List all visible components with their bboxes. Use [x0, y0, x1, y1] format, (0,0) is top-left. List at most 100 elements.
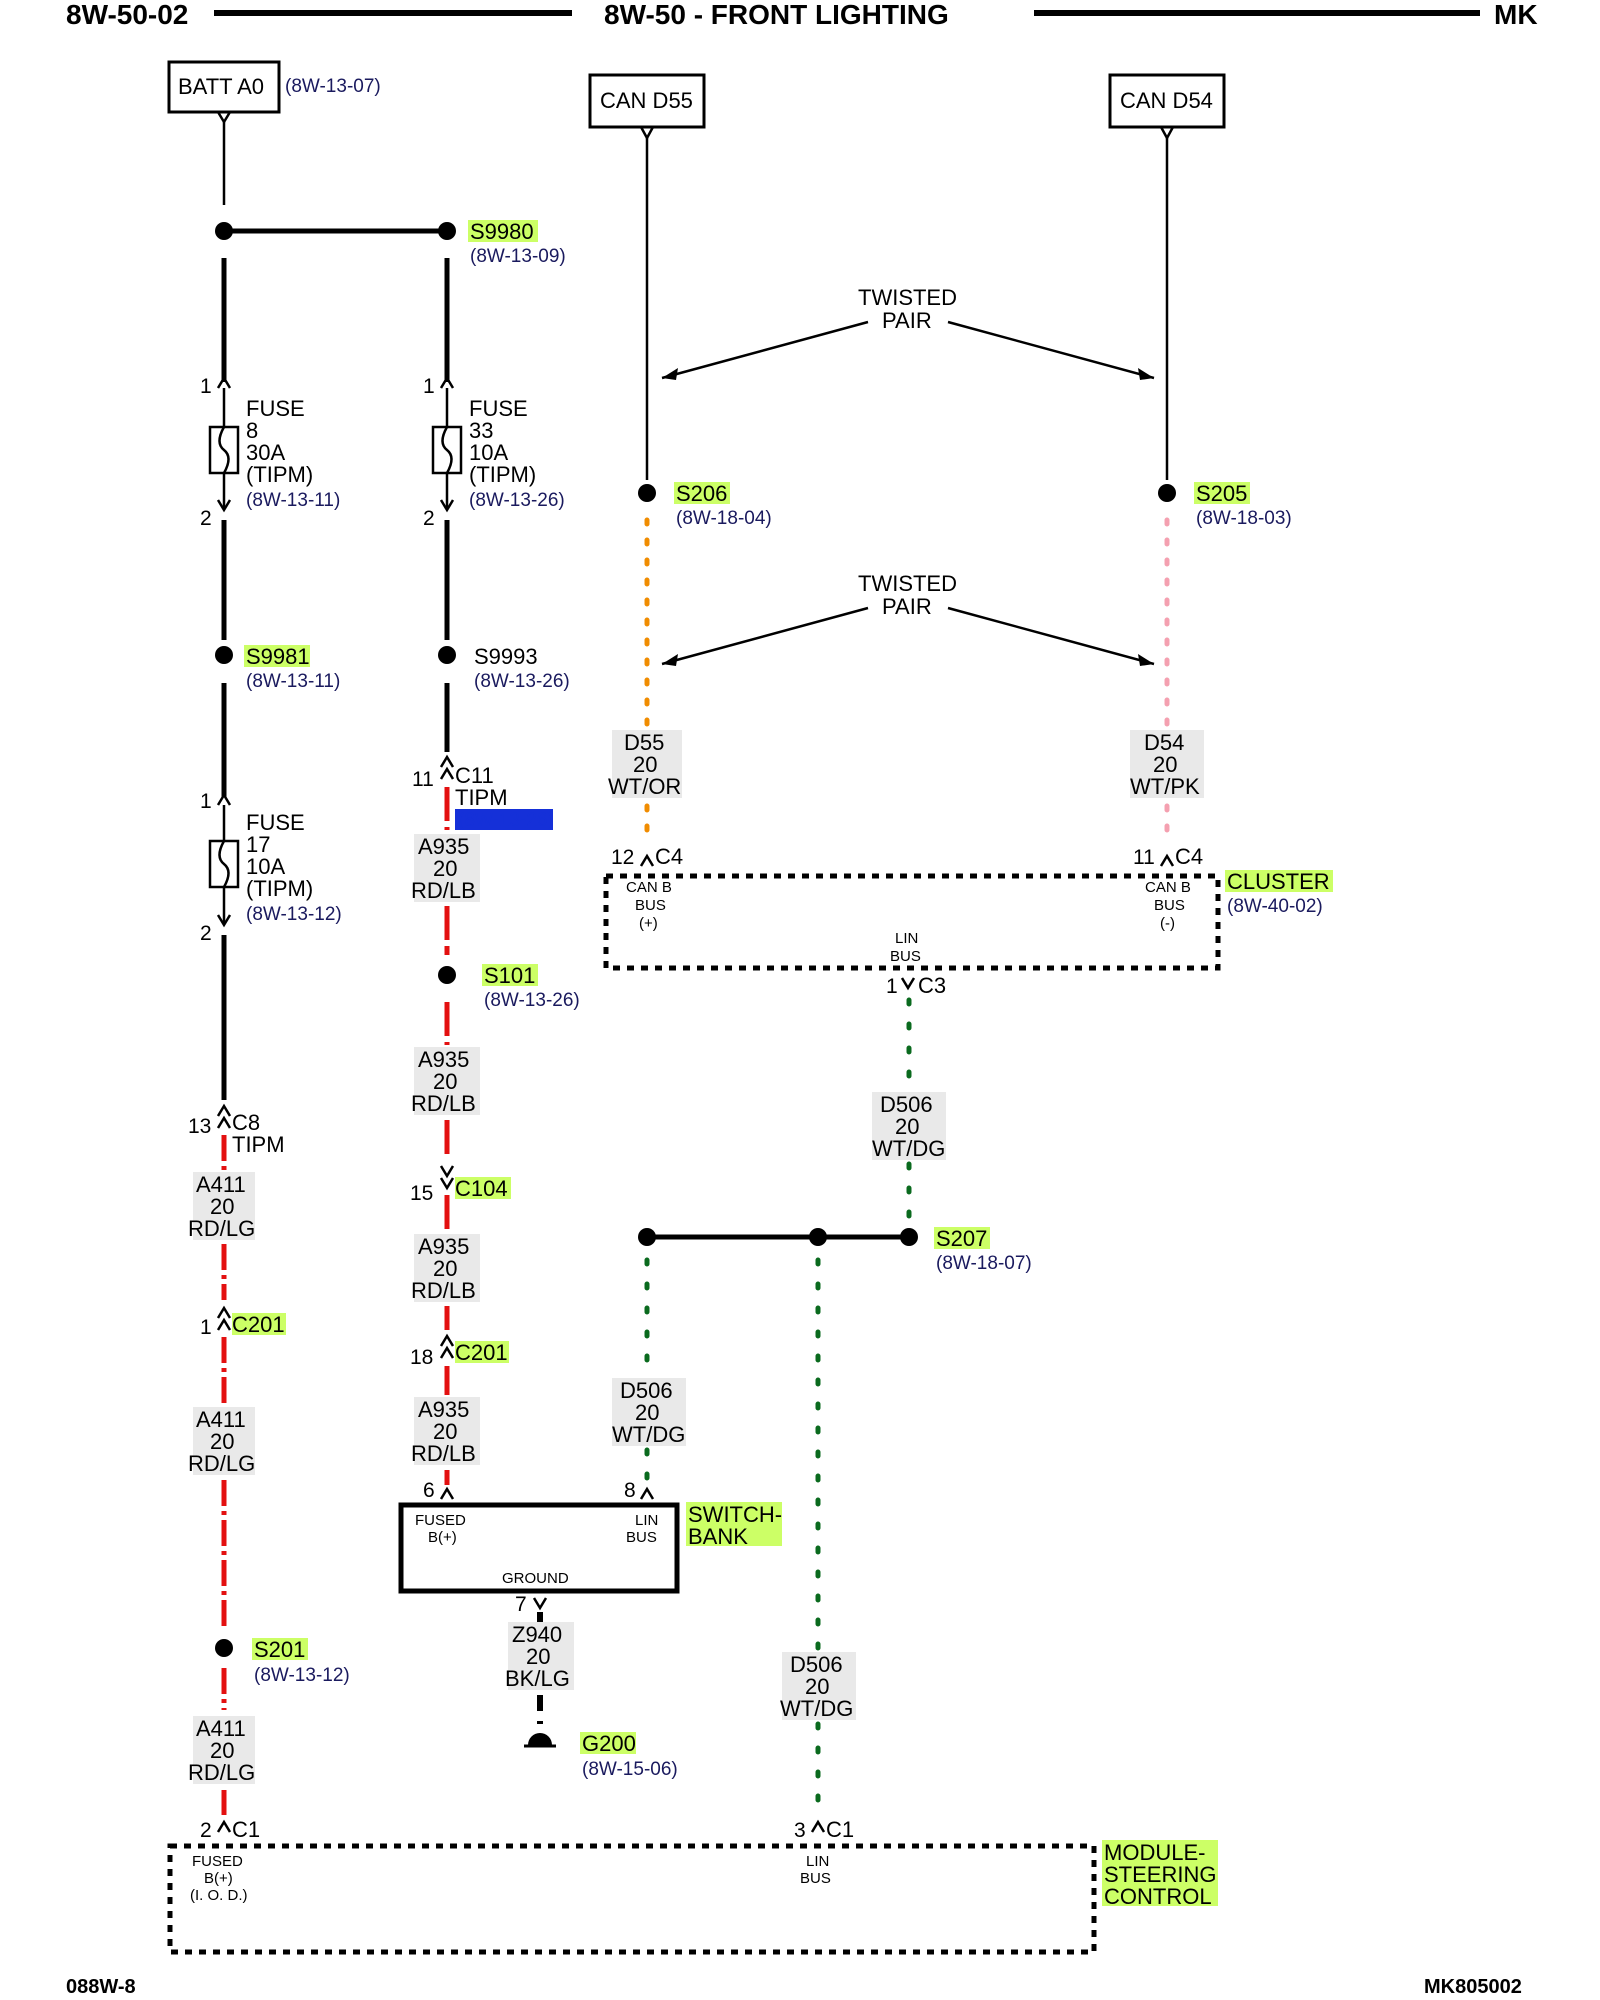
splice-s201-dot — [215, 1639, 233, 1657]
fuse-8: 1 FUSE 8 30A (TIPM) (8W-13-11) 2 — [200, 375, 340, 530]
wire-label-a411-2: A411 20 RD/LG — [188, 1407, 255, 1476]
switch-bank-module: FUSED B(+) LIN BUS GROUND SWITCH- BANK — [398, 1502, 782, 1594]
svg-text:1: 1 — [200, 375, 212, 398]
connector-c1-right: 3 C1 — [794, 1817, 854, 1842]
svg-text:A411: A411 — [196, 1716, 246, 1741]
svg-text:17: 17 — [246, 832, 270, 857]
svg-text:FUSED: FUSED — [192, 1853, 243, 1870]
svg-text:3: 3 — [794, 1819, 806, 1842]
connector-c4-left: 12 C4 — [611, 844, 683, 869]
svg-text:C201: C201 — [455, 1340, 508, 1365]
connector-c201-left: 1 C201 — [200, 1305, 286, 1339]
splice-s207-dot — [900, 1228, 918, 1246]
svg-text:2: 2 — [200, 507, 212, 530]
svg-text:20: 20 — [805, 1674, 829, 1699]
svg-text:12: 12 — [611, 846, 634, 869]
svg-text:A935: A935 — [418, 1234, 469, 1259]
svg-text:C1: C1 — [826, 1817, 854, 1842]
svg-text:1: 1 — [200, 1316, 212, 1339]
vehicle-code: MK — [1494, 0, 1538, 30]
svg-text:1: 1 — [886, 975, 898, 998]
svg-text:S9981: S9981 — [246, 644, 310, 669]
svg-text:A935: A935 — [418, 1047, 469, 1072]
svg-text:2: 2 — [200, 1819, 212, 1842]
svg-text:10A: 10A — [246, 854, 285, 879]
svg-text:2: 2 — [200, 922, 212, 945]
wire-label-d506-3: D506 20 WT/DG — [780, 1652, 856, 1721]
splice-dot — [809, 1228, 827, 1246]
connector-c1-left: 2 C1 — [200, 1817, 260, 1842]
svg-text:C1: C1 — [232, 1817, 260, 1842]
svg-text:(8W-13-26): (8W-13-26) — [458, 810, 554, 831]
svg-text:C8: C8 — [232, 1110, 260, 1135]
splice-s101: S101 (8W-13-26) — [482, 963, 580, 1011]
svg-text:TIPM: TIPM — [455, 785, 508, 810]
svg-text:S101: S101 — [484, 963, 535, 988]
svg-text:RD/LB: RD/LB — [411, 1441, 476, 1466]
connector-c104: 15 C104 — [410, 1165, 511, 1205]
connector-c4-right: 11 C4 — [1133, 844, 1203, 869]
svg-text:(8W-40-02): (8W-40-02) — [1227, 896, 1323, 917]
fuse-33: 1 FUSE 33 10A (TIPM) (8W-13-26) 2 — [423, 375, 565, 530]
steering-control-module: FUSED B(+) (I. O. D.) LIN BUS MODULE- ST… — [167, 1840, 1218, 1955]
svg-text:B(+): B(+) — [428, 1529, 457, 1546]
svg-text:20: 20 — [433, 1419, 457, 1444]
splice-s9993-dot — [438, 646, 456, 664]
svg-text:S205: S205 — [1196, 481, 1247, 506]
svg-text:WT/DG: WT/DG — [872, 1136, 945, 1161]
wire-label-a935-4: A935 20 RD/LB — [411, 1397, 480, 1466]
svg-text:15: 15 — [410, 1182, 433, 1205]
svg-text:C201: C201 — [232, 1312, 285, 1337]
wire-label-a935-1: A935 20 RD/LB — [411, 834, 480, 903]
svg-text:(8W-13-26): (8W-13-26) — [469, 490, 565, 511]
svg-text:1: 1 — [200, 790, 212, 813]
svg-text:20: 20 — [210, 1194, 234, 1219]
svg-text:S9980: S9980 — [470, 219, 534, 244]
svg-text:18: 18 — [410, 1346, 433, 1369]
connector-c11: 11 C11 TIPM (8W-13-26) — [412, 754, 554, 831]
svg-text:20: 20 — [633, 752, 657, 777]
svg-text:B(+): B(+) — [204, 1870, 233, 1887]
svg-text:(8W-18-04): (8W-18-04) — [676, 508, 772, 529]
svg-text:(8W-13-12): (8W-13-12) — [246, 904, 342, 925]
splice-s205-dot — [1158, 484, 1176, 502]
svg-text:PAIR: PAIR — [882, 308, 932, 333]
svg-text:C3: C3 — [918, 973, 946, 998]
svg-text:S207: S207 — [936, 1226, 987, 1251]
svg-text:LIN: LIN — [806, 1853, 829, 1870]
svg-text:10A: 10A — [469, 440, 508, 465]
svg-text:8: 8 — [624, 1479, 636, 1502]
svg-text:BANK: BANK — [688, 1524, 748, 1549]
svg-text:20: 20 — [210, 1429, 234, 1454]
svg-text:20: 20 — [210, 1738, 234, 1763]
splice-s206: S206 (8W-18-04) — [674, 481, 772, 529]
splice-dot — [638, 1228, 656, 1246]
svg-text:BUS: BUS — [635, 897, 666, 914]
svg-text:RD/LG: RD/LG — [188, 1216, 255, 1241]
svg-text:D506: D506 — [880, 1092, 933, 1117]
svg-text:BUS: BUS — [890, 948, 921, 965]
svg-text:20: 20 — [1153, 752, 1177, 777]
splice-s9981: S9981 (8W-13-11) — [244, 644, 340, 692]
splice-dot — [438, 222, 456, 240]
svg-text:(8W-13-26): (8W-13-26) — [474, 671, 570, 692]
svg-text:CAN D54: CAN D54 — [1120, 88, 1213, 113]
splice-s9981-dot — [215, 646, 233, 664]
svg-text:BUS: BUS — [1154, 897, 1185, 914]
splice-s9980: S9980 (8W-13-09) — [468, 219, 566, 267]
svg-text:STEERING: STEERING — [1104, 1862, 1216, 1887]
splice-dot — [215, 222, 233, 240]
wire-label-z940: Z940 20 BK/LG — [505, 1622, 574, 1691]
batt-a0-source: BATT A0 (8W-13-07) — [167, 60, 381, 125]
svg-text:CAN B: CAN B — [1145, 879, 1191, 896]
svg-text:20: 20 — [433, 1256, 457, 1281]
svg-text:A935: A935 — [418, 1397, 469, 1422]
svg-text:RD/LB: RD/LB — [411, 1091, 476, 1116]
wire-label-a935-2: A935 20 RD/LB — [411, 1047, 480, 1116]
svg-text:(8W-15-06): (8W-15-06) — [582, 1759, 678, 1780]
svg-text:TWISTED: TWISTED — [858, 285, 957, 310]
wire-label-d55: D55 20 WT/OR — [608, 730, 682, 799]
can-d54-source: CAN D54 — [1108, 73, 1226, 141]
svg-text:CAN D55: CAN D55 — [600, 88, 693, 113]
pin-7-switch-bank: 7 — [515, 1593, 548, 1616]
